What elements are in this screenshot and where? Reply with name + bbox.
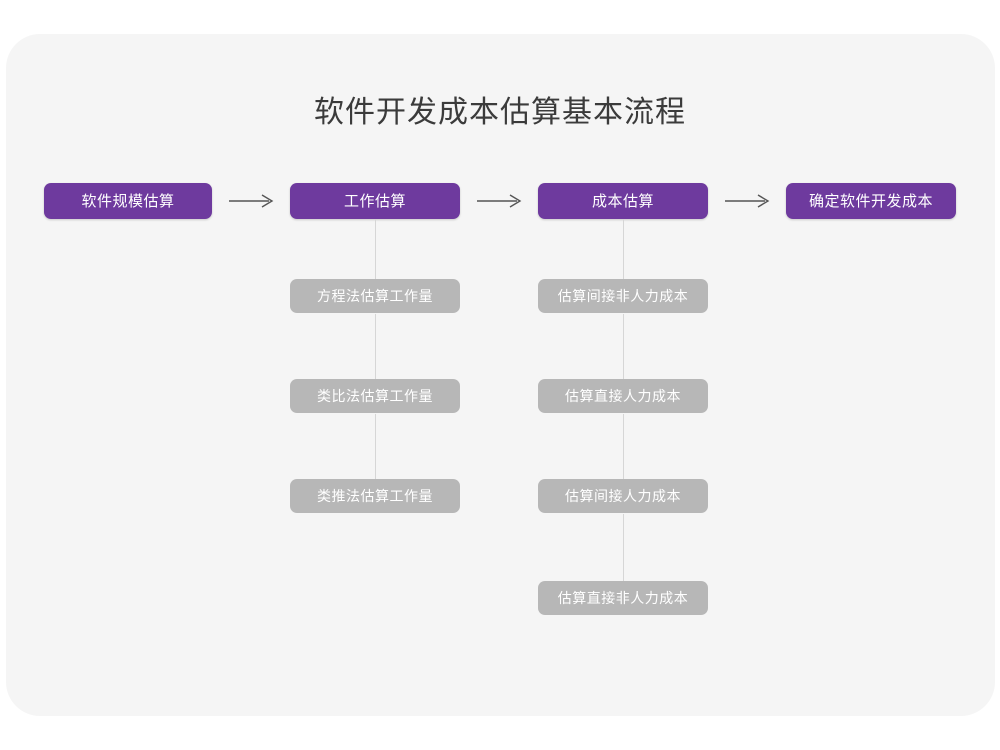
flow-node-effort-estimation[interactable]: 工作估算 — [290, 183, 460, 219]
connector-cost-to-item1 — [623, 219, 624, 280]
branch-node-indirect-nonlabor-cost[interactable]: 估算间接非人力成本 — [538, 279, 708, 313]
connector-effort-to-item1 — [375, 219, 376, 280]
branch-node-direct-labor-cost[interactable]: 估算直接人力成本 — [538, 379, 708, 413]
arrow-step2-step3 — [476, 191, 524, 211]
connector-cost-item1-to-item2 — [623, 314, 624, 380]
branch-node-inference-method-effort[interactable]: 类推法估算工作量 — [290, 479, 460, 513]
diagram-card-background — [6, 34, 995, 716]
page-title: 软件开发成本估算基本流程 — [314, 96, 686, 129]
branch-node-equation-method-effort[interactable]: 方程法估算工作量 — [290, 279, 460, 313]
connector-effort-item2-to-item3 — [375, 414, 376, 480]
flow-node-software-size-estimation[interactable]: 软件规模估算 — [44, 183, 212, 219]
flow-node-final-development-cost[interactable]: 确定软件开发成本 — [786, 183, 956, 219]
branch-node-analogy-method-effort[interactable]: 类比法估算工作量 — [290, 379, 460, 413]
connector-cost-item3-to-item4 — [623, 514, 624, 582]
branch-node-indirect-labor-cost[interactable]: 估算间接人力成本 — [538, 479, 708, 513]
arrow-step3-step4 — [724, 191, 772, 211]
flow-node-cost-estimation[interactable]: 成本估算 — [538, 183, 708, 219]
connector-cost-item2-to-item3 — [623, 414, 624, 480]
arrow-step1-step2 — [228, 191, 276, 211]
connector-effort-item1-to-item2 — [375, 314, 376, 380]
branch-node-direct-nonlabor-cost[interactable]: 估算直接非人力成本 — [538, 581, 708, 615]
